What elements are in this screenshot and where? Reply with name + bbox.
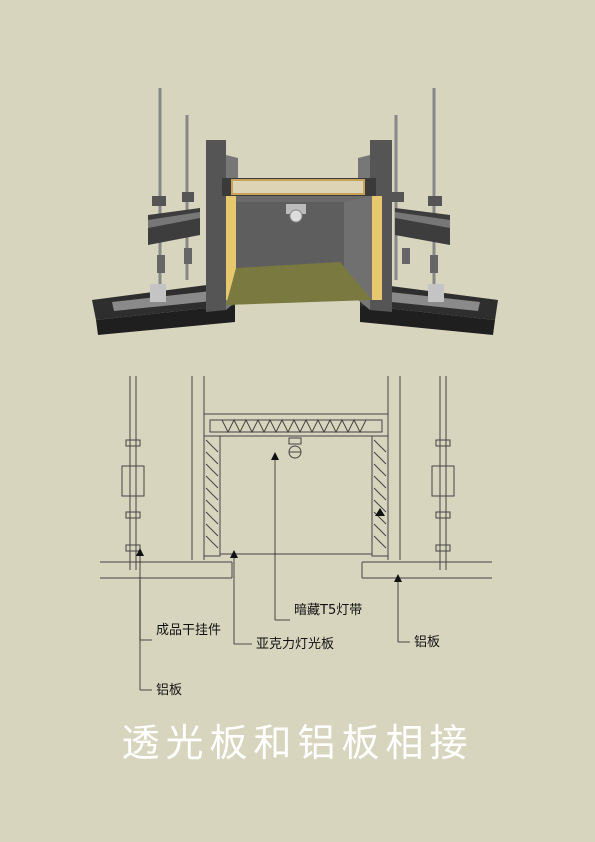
right-bracket [392,192,450,273]
left-light-strip [226,196,236,300]
leader-lines [139,456,410,691]
label-finished-hanger: 成品干挂件 [156,623,221,638]
label-hidden-t5-light: 暗藏T5灯带 [294,603,362,618]
diagram-title: 透光板和铝板相接 [121,721,474,765]
label-aluminum-right: 铝板 [414,635,440,650]
right-light-strip [372,196,382,300]
acrylic-light-panel-3d [226,262,372,305]
left-bracket [148,192,200,273]
label-aluminum-left: 铝板 [156,683,182,698]
left-wall-column [206,140,226,312]
left-aluminum-tray [92,282,235,335]
right-aluminum-tray [360,282,498,335]
t5-lamp-section [288,437,302,459]
right-hanging-system [431,376,455,570]
isometric-view [92,88,498,335]
section-view [100,376,492,691]
t5-lamp-3d [286,204,306,223]
label-acrylic-panel: 亚克力灯光板 [256,637,334,652]
left-hanging-system [121,376,145,570]
